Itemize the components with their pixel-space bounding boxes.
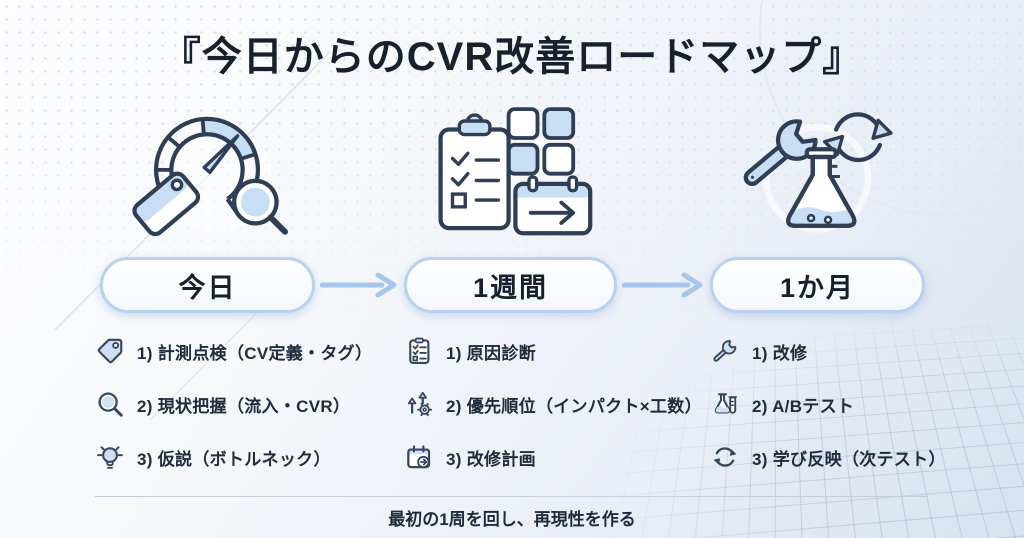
gauge-tag-magnifier-icon	[132, 116, 289, 237]
footer-divider	[95, 496, 928, 497]
stage-pill-label: 今日	[178, 272, 237, 303]
stage-pill-one-week: 1週間	[404, 257, 617, 313]
cycle-icon	[713, 447, 737, 467]
stage-steps-one-month: 1) 改修 2) A/Bテスト 3) 学び反映（次テスト）	[710, 334, 946, 474]
page-title: 『今日からのCVR改善ロードマップ』	[160, 35, 864, 79]
step-item: 1) 計測点検（CV定義・タグ）	[95, 334, 372, 368]
step-label: 1) 改修	[752, 343, 808, 363]
stage-steps-today: 1) 計測点検（CV定義・タグ） 2) 現状把握（流入・CVR） 3) 仮説（ボ…	[95, 334, 372, 474]
step-item: 2) 現状把握（流入・CVR）	[95, 387, 372, 421]
wrench-cycle-flask-icon	[743, 112, 893, 233]
magnifier-icon	[98, 392, 123, 417]
step-label: 1) 計測点検（CV定義・タグ）	[137, 343, 373, 363]
stage-pill-label: 1週間	[472, 272, 549, 303]
step-item: 3) 仮説（ボトルネック）	[95, 440, 372, 474]
stage-pill-label: 1か月	[779, 272, 856, 303]
wrench-icon	[713, 340, 737, 362]
step-item: 2) A/Bテスト	[710, 387, 946, 421]
flow-arrow-icon	[622, 272, 703, 298]
stage-pill-one-month: 1か月	[710, 257, 925, 313]
lightbulb-icon	[97, 446, 123, 469]
stage-steps-one-week: 1) 原因診断 2) 優先順位（インパクト×工数）	[404, 334, 702, 474]
step-item: 2) 優先順位（インパクト×工数）	[404, 387, 702, 421]
step-item: 3) 学び反映（次テスト）	[710, 440, 946, 474]
priority-arrows-gear-icon	[407, 391, 433, 417]
step-label: 3) 仮説（ボトルネック）	[137, 449, 331, 469]
checklist-grid-calendar-icon	[438, 107, 593, 236]
step-item: 1) 原因診断	[404, 334, 702, 368]
step-label: 3) 学び反映（次テスト）	[752, 449, 946, 469]
flask-icon	[714, 393, 737, 414]
step-label: 1) 原因診断	[446, 343, 536, 363]
step-label: 3) 改修計画	[446, 449, 536, 469]
step-item: 1) 改修	[710, 334, 946, 368]
footer-tagline: 最初の1周を回し、再現性を作る	[388, 510, 636, 529]
step-label: 2) 優先順位（インパクト×工数）	[446, 396, 702, 416]
step-item: 3) 改修計画	[404, 440, 702, 474]
tag-icon	[97, 338, 123, 364]
step-label: 2) 現状把握（流入・CVR）	[137, 396, 351, 416]
stage-pill-today: 今日	[100, 257, 315, 313]
flow-arrow-icon	[320, 272, 397, 298]
calendar-arrow-icon	[407, 445, 431, 469]
checklist-icon	[409, 337, 430, 364]
step-label: 2) A/Bテスト	[752, 396, 855, 416]
